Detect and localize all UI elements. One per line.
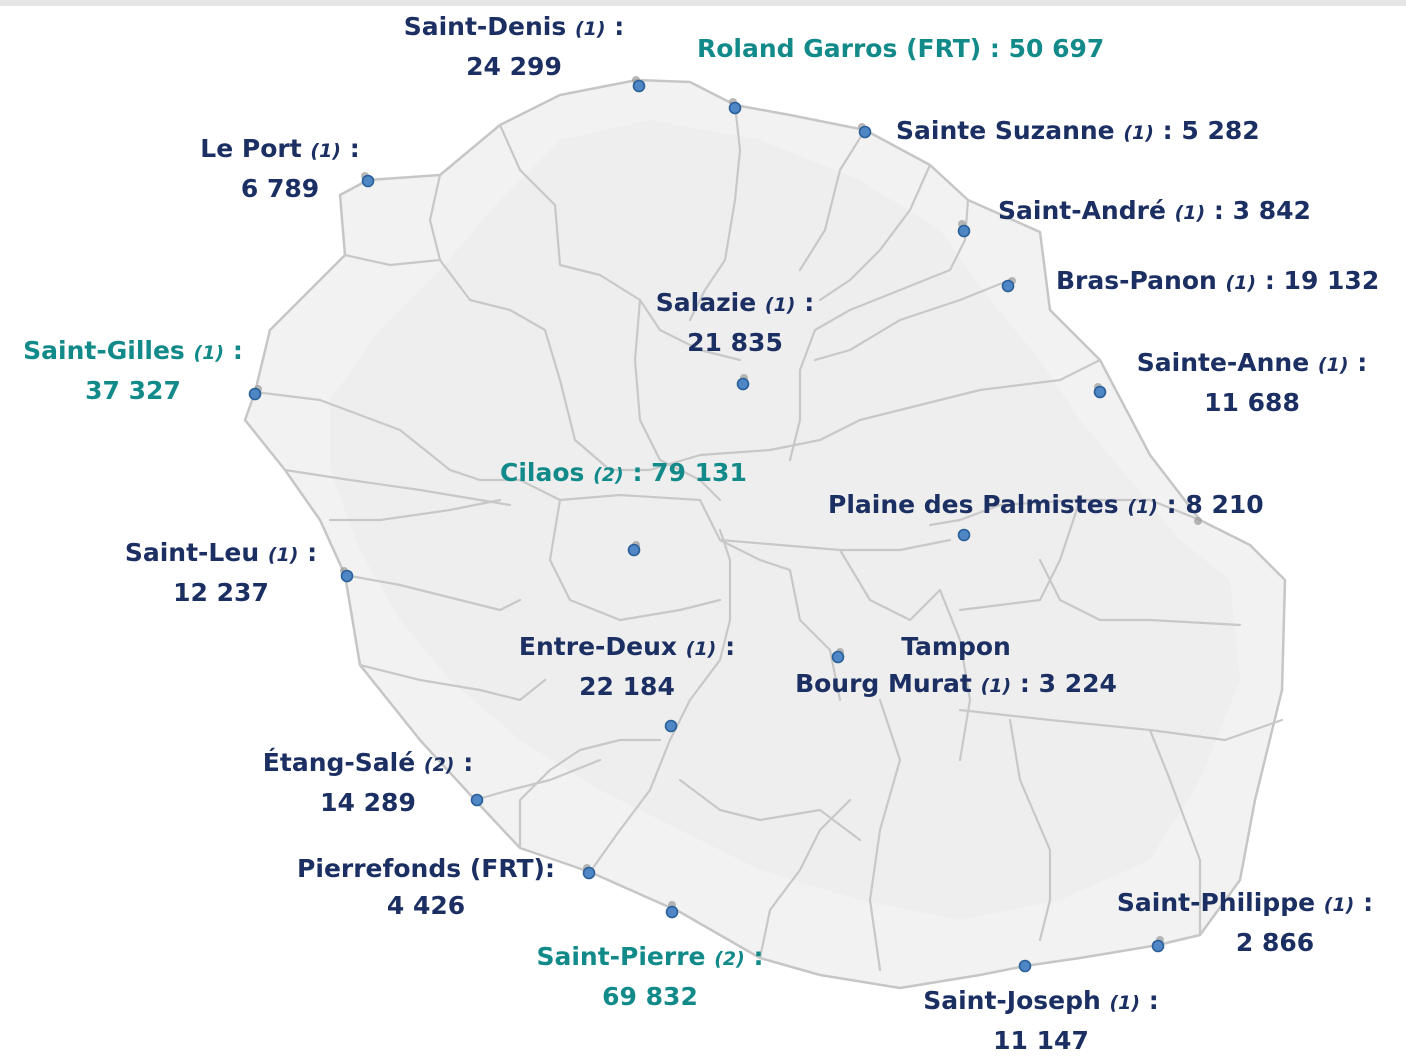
label-saint-philippe: Saint-Philippe (1) : 2 866 bbox=[1116, 888, 1374, 957]
marker-saint-pierre[interactable] bbox=[665, 901, 679, 919]
label-saint-leu: Saint-Leu (1) : 12 237 bbox=[124, 538, 318, 607]
label-saint-andre: Saint-André (1) : 3 842 bbox=[998, 196, 1311, 225]
label-pierrefonds: Pierrefonds (FRT): 4 426 bbox=[297, 854, 555, 920]
label-saint-denis: Saint-Denis (1) : 24 299 bbox=[403, 12, 625, 81]
marker-bras-panon[interactable] bbox=[1001, 277, 1017, 293]
label-etang-sale: Étang-Salé (2) : 14 289 bbox=[262, 748, 474, 817]
marker-saint-denis[interactable] bbox=[632, 76, 646, 93]
label-salazie: Salazie (1) : 21 835 bbox=[655, 288, 815, 357]
marker-etang-sale[interactable] bbox=[470, 793, 484, 807]
marker-entre-deux[interactable] bbox=[664, 719, 678, 733]
marker-saint-leu[interactable] bbox=[340, 567, 354, 583]
marker-saint-gilles[interactable] bbox=[248, 385, 263, 401]
road-network bbox=[253, 103, 1284, 972]
label-sainte-suzanne: Sainte Suzanne (1) : 5 282 bbox=[896, 116, 1260, 145]
label-entre-deux: Entre-Deux (1) : 22 184 bbox=[518, 632, 736, 701]
marker-saint-andre[interactable] bbox=[957, 220, 971, 238]
label-saint-gilles: Saint-Gilles (1) : 37 327 bbox=[23, 336, 243, 405]
label-tampon-bourg-murat: Tampon Bourg Murat (1) : 3 224 bbox=[795, 632, 1117, 698]
marker-sainte-anne[interactable] bbox=[1093, 383, 1107, 399]
top-bar bbox=[0, 0, 1406, 6]
label-saint-pierre: Saint-Pierre (2) : 69 832 bbox=[536, 942, 764, 1011]
label-cilaos: Cilaos (2) : 79 131 bbox=[500, 458, 747, 487]
station-markers bbox=[248, 76, 1203, 973]
marker-saint-joseph[interactable] bbox=[1018, 959, 1032, 973]
marker-sainte-suzanne[interactable] bbox=[858, 123, 872, 139]
marker-plaine-des-palmistes[interactable] bbox=[957, 517, 1203, 542]
label-le-port: Le Port (1) : 6 789 bbox=[200, 134, 360, 203]
label-saint-joseph: Saint-Joseph (1) : 11 147 bbox=[923, 986, 1159, 1055]
label-roland-garros: Roland Garros (FRT) : 50 697 bbox=[697, 34, 1105, 63]
label-plaine-des-palmistes: Plaine des Palmistes (1) : 8 210 bbox=[828, 490, 1264, 519]
marker-pierrefonds[interactable] bbox=[582, 864, 596, 880]
marker-roland-garros[interactable] bbox=[728, 98, 742, 115]
label-bras-panon: Bras-Panon (1) : 19 132 bbox=[1056, 266, 1380, 295]
marker-saint-philippe[interactable] bbox=[1151, 936, 1165, 953]
marker-le-port[interactable] bbox=[361, 172, 375, 188]
marker-tampon-bourg-murat[interactable] bbox=[831, 648, 845, 664]
inner-relief bbox=[330, 120, 1240, 920]
label-sainte-anne: Sainte-Anne (1) : 11 688 bbox=[1136, 348, 1368, 417]
marker-cilaos[interactable] bbox=[627, 541, 641, 557]
marker-salazie[interactable] bbox=[736, 374, 750, 391]
